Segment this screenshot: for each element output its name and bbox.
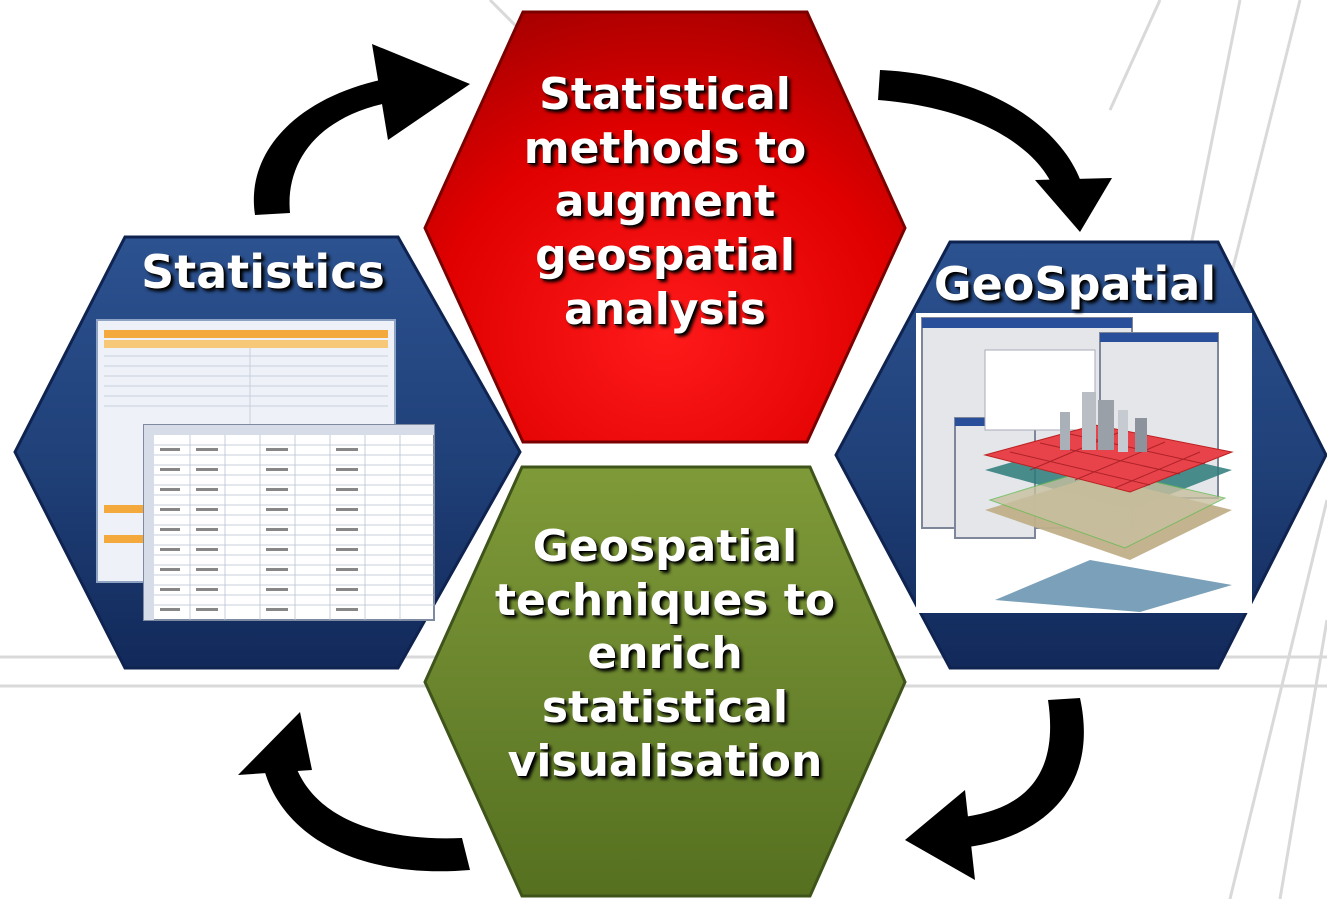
bg-line-diagonal-6: [1108, 0, 1162, 111]
bottom-line-5: visualisation: [507, 735, 823, 787]
statistics-title: Statistics: [141, 245, 385, 299]
gis-layers-screenshot: [916, 313, 1252, 613]
bottom-hexagon-label: Geospatial techniques to enrich statisti…: [470, 520, 860, 788]
arrow-top-left: [253, 44, 470, 215]
cycle-arrows: [238, 44, 1112, 880]
bottom-line-2: techniques to: [494, 574, 836, 626]
arrow-bottom-right: [905, 698, 1084, 880]
top-line-3: augment: [554, 176, 776, 228]
bg-line-diagonal-3: [1228, 499, 1327, 899]
top-line-1: Statistical: [539, 69, 791, 120]
bottom-line-1: Geospatial: [532, 521, 798, 572]
top-line-2: methods to: [523, 122, 807, 174]
geospatial-title: GeoSpatial: [933, 257, 1217, 311]
bottom-line-4: statistical: [541, 682, 789, 734]
bottom-green-hexagon: [423, 465, 907, 898]
arrow-top-right: [878, 70, 1112, 232]
arrow-bottom-left: [238, 712, 470, 872]
spreadsheet-screenshot: [96, 319, 435, 621]
top-red-hexagon: [423, 10, 907, 444]
bottom-line-3: enrich: [587, 628, 743, 680]
top-hexagon-label: Statistical methods to augment geospatia…: [470, 68, 860, 336]
top-line-4: geospatial: [535, 230, 795, 282]
bg-line-diagonal-4: [1278, 619, 1327, 899]
top-line-5: analysis: [564, 283, 766, 335]
